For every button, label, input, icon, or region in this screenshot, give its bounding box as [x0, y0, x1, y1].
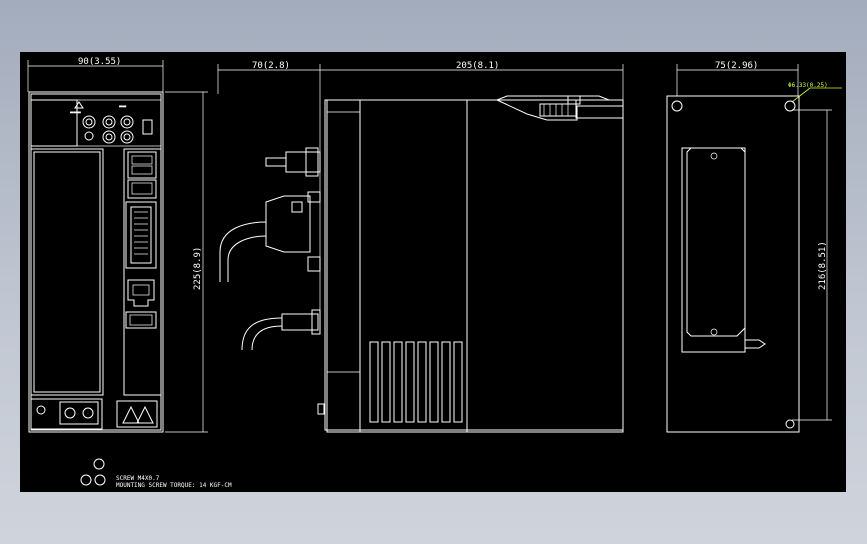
dim-rear-width: 75(2.96): [715, 61, 758, 71]
dim-side-depth-main: 205(8.1): [456, 61, 499, 71]
dim-front-width: 90(3.55): [78, 57, 121, 67]
dim-front-height: 225(8.9): [193, 247, 203, 290]
rear-view: 75(2.96) 216(8.51) Φ6.33(0.25): [666, 61, 842, 433]
note-torque: MOUNTING SCREW TORQUE: 14 KGF-CM: [116, 482, 232, 489]
notes: SCREW M4X0.7 MOUNTING SCREW TORQUE: 14 K…: [80, 458, 232, 489]
svg-text:▬▬: ▬▬: [119, 103, 127, 110]
dim-side-depth-left: 70(2.8): [252, 61, 290, 71]
cad-viewport[interactable]: 90(3.55) 225(8.9) ▬▬▬ ▬▬: [20, 52, 846, 492]
cad-drawing: 90(3.55) 225(8.9) ▬▬▬ ▬▬: [27, 57, 842, 489]
dim-rear-height: 216(8.51): [818, 241, 828, 290]
side-view: 70(2.8) 205(8.1): [217, 61, 624, 433]
svg-text:▬▬▬: ▬▬▬: [70, 109, 81, 116]
note-screw: SCREW M4X0.7: [116, 475, 160, 482]
hole-callout: Φ6.33(0.25): [788, 82, 828, 89]
front-view: 90(3.55) 225(8.9) ▬▬▬ ▬▬: [27, 57, 208, 433]
